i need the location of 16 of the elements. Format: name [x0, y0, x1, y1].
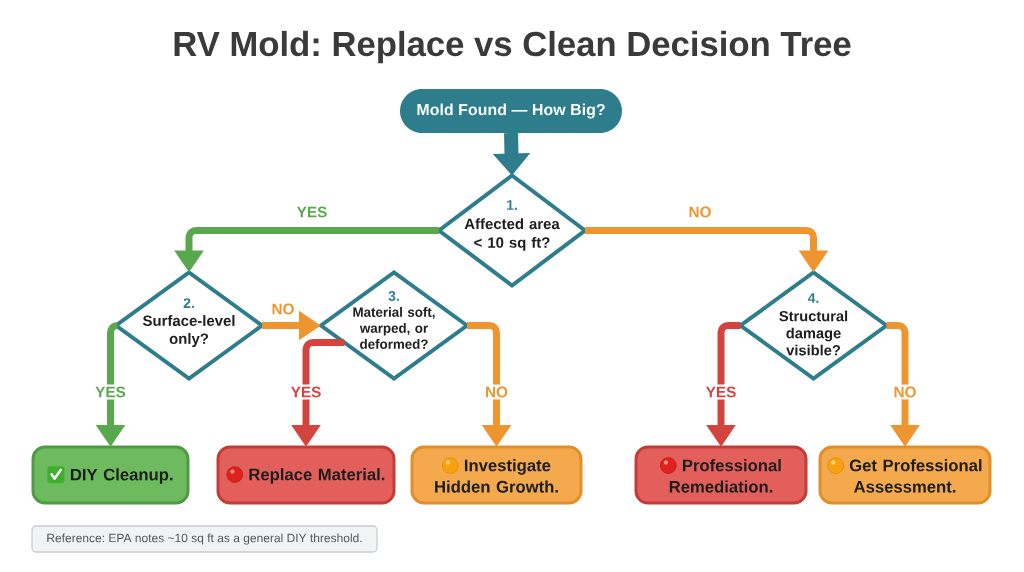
result-box: Get Professional Assessment.: [818, 445, 992, 505]
edge-label: NO: [891, 384, 919, 400]
edge-label: NO: [686, 204, 714, 220]
edge-label: YES: [294, 204, 330, 220]
result-box: Replace Material.: [216, 445, 396, 505]
title: RV Mold: Replace vs Clean Decision Tree: [174, 30, 851, 64]
edge-label: YES: [288, 384, 324, 400]
note-box: Reference: EPA notes ~10 sq ft as a general DIY threshold.: [31, 525, 378, 553]
result-box: DIY Cleanup.: [31, 445, 190, 505]
edge-label: NO: [483, 384, 510, 400]
edge-label: NO: [269, 301, 297, 317]
edge-label: YES: [93, 384, 128, 400]
start-box: Mold Found — How Big?: [400, 89, 622, 133]
edge-label: YES: [703, 384, 739, 400]
result-box: Professional Remediation.: [634, 445, 808, 505]
result-box: Investigate Hidden Growth.: [410, 445, 583, 505]
